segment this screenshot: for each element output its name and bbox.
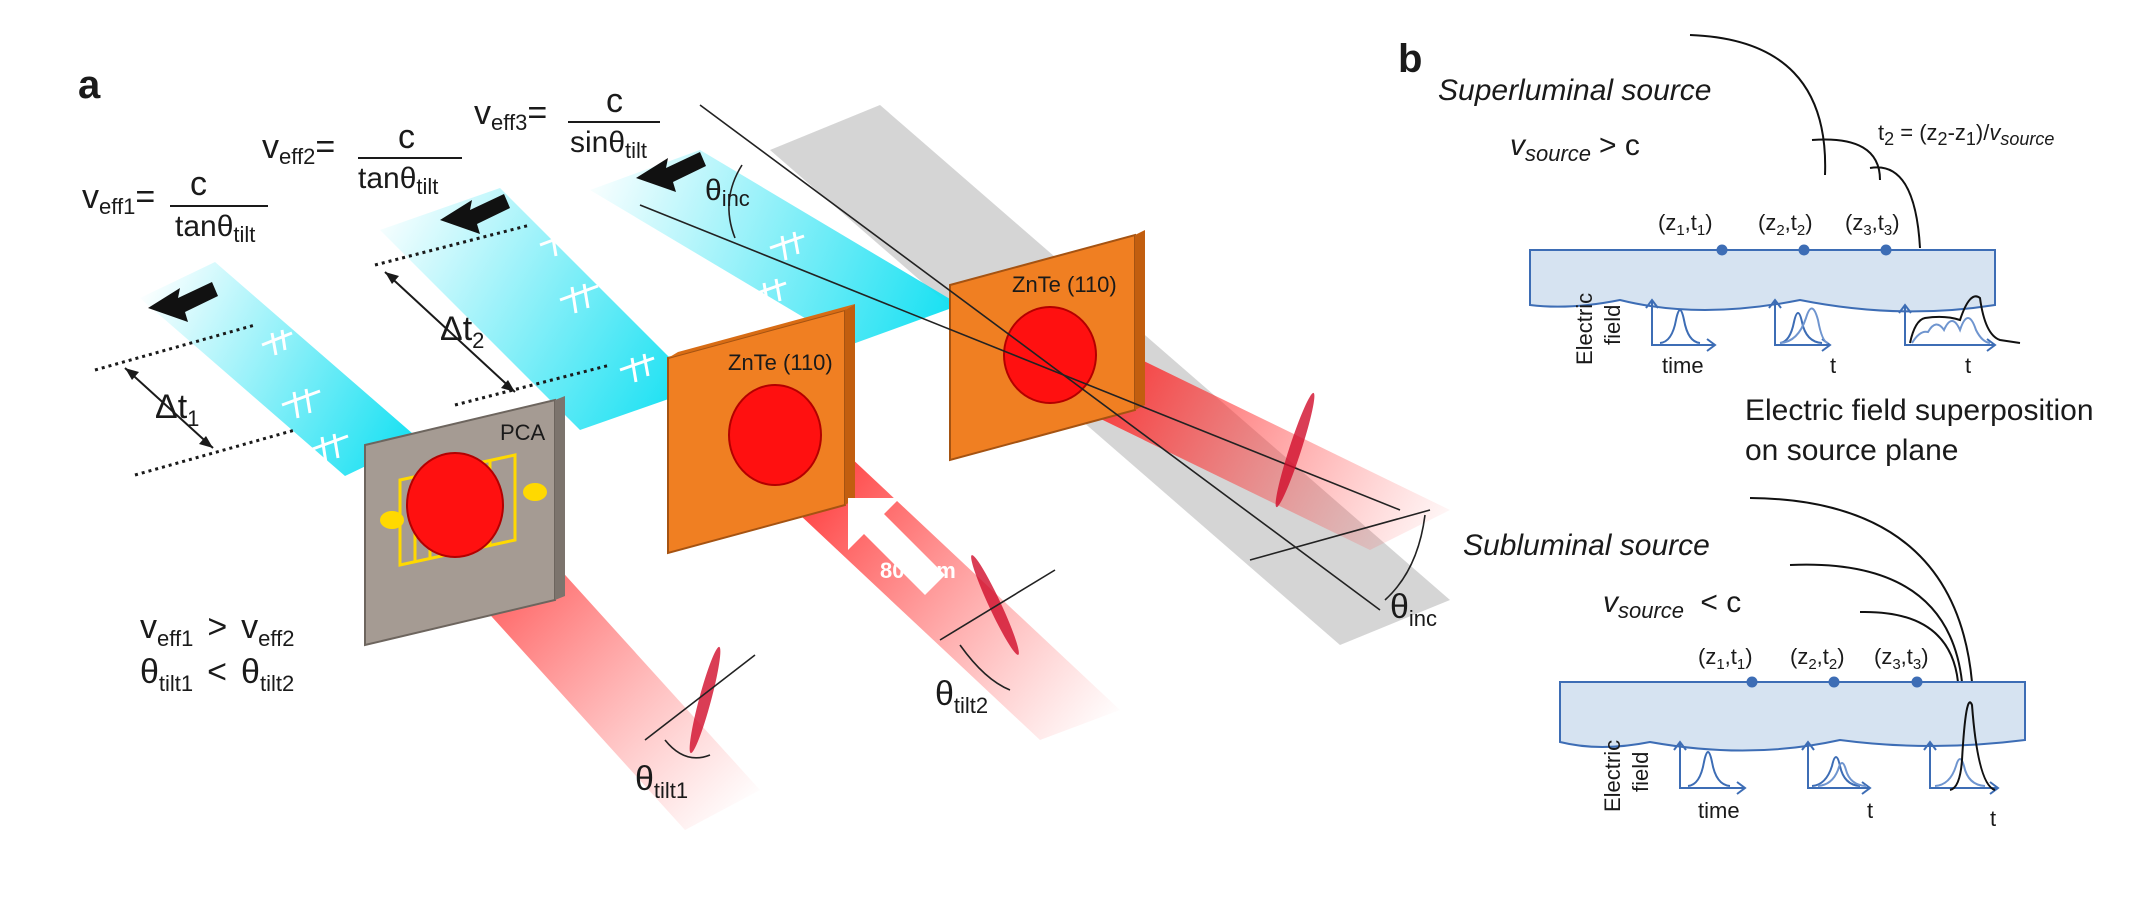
superluminal-condition: vsource> c — [1510, 129, 1640, 166]
pulse-front-1 — [689, 646, 721, 754]
subluminal-ylabel-1: Electric — [1600, 740, 1625, 812]
pulse-front-3 — [1275, 392, 1315, 508]
dotted-wavefronts — [94, 223, 611, 477]
pump-label: 800 nm — [880, 558, 956, 583]
superluminal-xlabel-1: time — [1662, 353, 1704, 378]
svg-text:veff3=: veff3= — [474, 94, 547, 135]
subluminal-xlabel-1: time — [1698, 798, 1740, 823]
superluminal-mini-plots — [1645, 298, 1997, 352]
svg-text:tanθtilt: tanθtilt — [358, 162, 438, 199]
veff3-formula: veff3= c sinθtilt — [474, 82, 660, 163]
subluminal-source-plane — [1559, 681, 2026, 752]
pca-label: PCA — [500, 420, 546, 445]
laser-spot-pca — [406, 452, 504, 558]
point-label-1: (z1,t1) — [1658, 210, 1713, 239]
point-z3 — [1880, 244, 1892, 256]
sub-point-z3 — [1911, 676, 1923, 688]
pump-arrow — [848, 498, 945, 595]
svg-text:c: c — [398, 118, 415, 156]
panel-a: a PCA — [78, 63, 1450, 830]
subluminal-xlabel-3: t — [1990, 806, 1996, 831]
theta-tilt2-label: θtilt2 — [935, 675, 988, 718]
thz-direction-arrow-1 — [148, 282, 218, 322]
thz-beam-1 — [140, 262, 420, 476]
superposition-note-1: Electric field superposition — [1745, 394, 2094, 427]
superluminal-ylabel-1: Electric — [1572, 293, 1597, 365]
subluminal-ylabel-2: field — [1628, 752, 1653, 792]
svg-text:veff1=: veff1= — [82, 178, 155, 219]
superposition-note-2: on source plane — [1745, 434, 1959, 467]
sub-point-z1 — [1746, 676, 1758, 688]
relation-theta: θtilt1<θtilt2 — [140, 653, 294, 696]
panel-b-label: b — [1398, 37, 1422, 81]
superluminal-xlabel-3: t — [1965, 353, 1971, 378]
svg-text:tanθtilt: tanθtilt — [175, 210, 255, 247]
panel-b: b Superluminal source vsource> c t2 = (z… — [1398, 34, 2094, 831]
relation-veff: veff1>veff2 — [140, 608, 294, 651]
dt2-label: Δt2 — [440, 310, 484, 353]
sub-point-label-2: (z2,t2) — [1790, 644, 1845, 673]
point-z2 — [1798, 244, 1810, 256]
superluminal-wavefronts — [1689, 34, 1921, 249]
t2-formula: t2 = (z2-z1)/vsource — [1878, 120, 2054, 149]
subluminal-title: Subluminal source — [1463, 529, 1710, 562]
superluminal-xlabel-2: t — [1830, 353, 1836, 378]
laser-spot-znte-1 — [728, 384, 822, 486]
thz-direction-arrow-2 — [440, 194, 510, 234]
dt-arrows — [124, 271, 516, 449]
superluminal-superposition-trace — [1909, 295, 2021, 344]
svg-text:c: c — [190, 165, 207, 203]
svg-text:sinθtilt: sinθtilt — [570, 126, 647, 163]
thz-direction-arrow-3 — [636, 152, 706, 192]
point-label-2: (z2,t2) — [1758, 210, 1813, 239]
panel-a-label: a — [78, 63, 101, 107]
theta-inc-top: θinc — [705, 174, 750, 211]
pulse-front-2 — [971, 555, 1019, 655]
sub-point-label-1: (z1,t1) — [1698, 644, 1753, 673]
veff1-formula: veff1= c tanθtilt — [82, 165, 268, 247]
subluminal-superposition-trace — [1949, 701, 1996, 791]
veff2-formula: veff2= c tanθtilt — [262, 118, 462, 199]
theta-tilt1-label: θtilt1 — [635, 760, 688, 803]
sub-point-label-3: (z3,t3) — [1874, 644, 1929, 673]
superluminal-ylabel-2: field — [1600, 305, 1625, 345]
point-label-3: (z3,t3) — [1845, 210, 1900, 239]
svg-text:c: c — [606, 82, 623, 120]
subluminal-xlabel-2: t — [1867, 798, 1873, 823]
point-z1 — [1716, 244, 1728, 256]
znte-1-label: ZnTe (110) — [728, 350, 833, 375]
sub-point-z2 — [1828, 676, 1840, 688]
svg-text:veff2=: veff2= — [262, 128, 335, 169]
thz-pulse-marks — [261, 229, 805, 464]
superluminal-title: Superluminal source — [1438, 74, 1711, 107]
subluminal-mini-plots — [1673, 740, 2000, 795]
superluminal-source-plane — [1529, 249, 1996, 313]
subluminal-condition: vsource < c — [1603, 586, 1741, 623]
dt1-label: Δt1 — [155, 388, 199, 431]
pca-contact-left — [380, 511, 404, 529]
znte-2-label: ZnTe (110) — [1012, 272, 1117, 297]
pca-contact-right — [523, 483, 547, 501]
reference-lines — [639, 104, 1431, 611]
subluminal-wavefronts — [1749, 497, 1973, 683]
theta-inc-right: θinc — [1390, 588, 1437, 631]
